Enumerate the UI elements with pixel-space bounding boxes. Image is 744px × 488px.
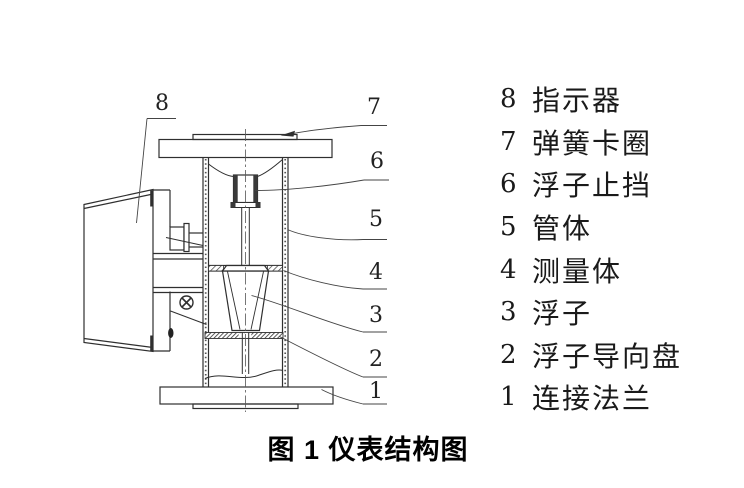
float-guide-disc [204,332,284,379]
legend-item-2: 2 浮子导向盘 [500,334,682,377]
legend-item-5: 5 管体 [500,206,682,249]
legend: 8 指示器 7 弹簧卡圈 6 浮子止挡 5 管体 4 测量体 3 浮子 2 浮子… [500,78,682,419]
legend-item-number: 7 [500,126,517,157]
legend-item-number: 6 [500,169,517,200]
legend-item-6: 6 浮子止挡 [500,163,682,206]
callout-number-3: 3 [369,303,383,328]
callout-number-4: 4 [369,260,383,285]
legend-item-number: 5 [500,212,517,243]
legend-item-label: 弹簧卡圈 [532,128,653,160]
callout-number-5: 5 [369,207,383,232]
legend-item-number: 1 [500,382,517,413]
callout-number-6: 6 [370,149,384,174]
legend-item-4: 4 测量体 [500,248,682,291]
legend-item-number: 3 [500,297,517,328]
callout-number-8: 8 [155,91,169,116]
callout-number-1: 1 [369,379,383,404]
leader-lines [136,118,389,405]
legend-item-label: 指示器 [532,86,623,118]
legend-item-8: 8 指示器 [500,78,682,121]
figure-caption: 图 1 仪表结构图 [267,435,469,465]
legend-item-7: 7 弹簧卡圈 [500,121,682,164]
legend-item-number: 2 [500,339,517,370]
legend-item-label: 浮子导向盘 [532,341,683,373]
legend-item-number: 8 [500,84,517,115]
legend-item-label: 测量体 [532,256,623,288]
callout-number-2: 2 [369,347,383,372]
legend-item-1: 1 连接法兰 [500,376,682,419]
legend-item-label: 连接法兰 [532,384,653,416]
mounting-bracket [153,189,207,352]
legend-item-3: 3 浮子 [500,291,682,334]
legend-item-label: 管体 [532,214,593,246]
legend-item-number: 4 [500,254,517,285]
indicator-housing [83,188,154,353]
connection-flange [159,386,334,410]
legend-item-label: 浮子 [532,299,593,331]
legend-item-label: 浮子止挡 [532,171,653,203]
callout-number-7: 7 [367,95,381,120]
